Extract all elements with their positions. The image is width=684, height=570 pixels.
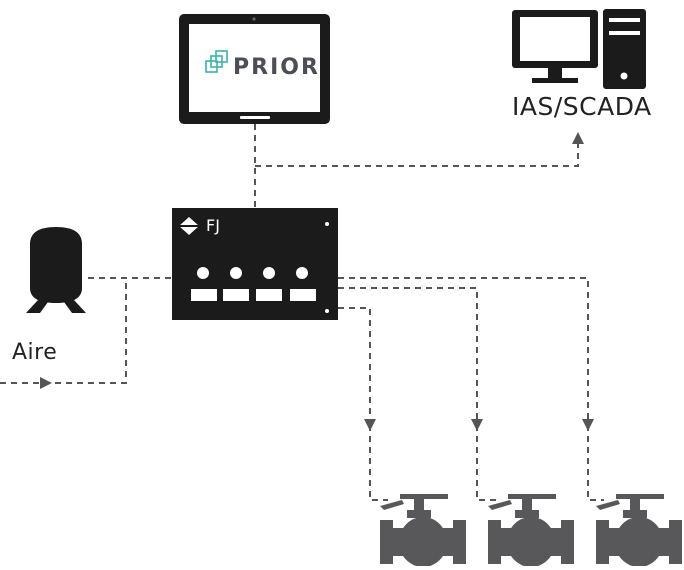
scada-link-line <box>255 132 584 167</box>
prior-tablet <box>179 14 330 124</box>
valve-2-signal-line <box>338 287 483 431</box>
valve-3-icon <box>596 494 682 567</box>
connections <box>0 124 604 501</box>
aire-label: Aire <box>12 340 58 365</box>
fj-brand-text: FJ <box>206 216 220 235</box>
valve-3-return-line <box>587 425 604 501</box>
valve-2-icon <box>488 494 574 567</box>
fj-controller <box>172 208 338 320</box>
valve-2-return-line <box>476 425 496 501</box>
prior-brand-text: PRIOR <box>233 55 320 80</box>
ias-scada-label: IAS/SCADA <box>512 92 652 121</box>
valve-1-icon <box>380 494 466 567</box>
scada-computer-icon <box>512 9 646 89</box>
air-tank-icon <box>26 227 86 313</box>
valve-3-signal-line <box>338 277 594 431</box>
valve-1-return-line <box>369 425 388 501</box>
air-supply-line <box>0 278 127 384</box>
valve-1-signal-line <box>338 307 376 431</box>
prior-logo-icon <box>205 50 228 73</box>
controller-indicators <box>191 267 316 301</box>
